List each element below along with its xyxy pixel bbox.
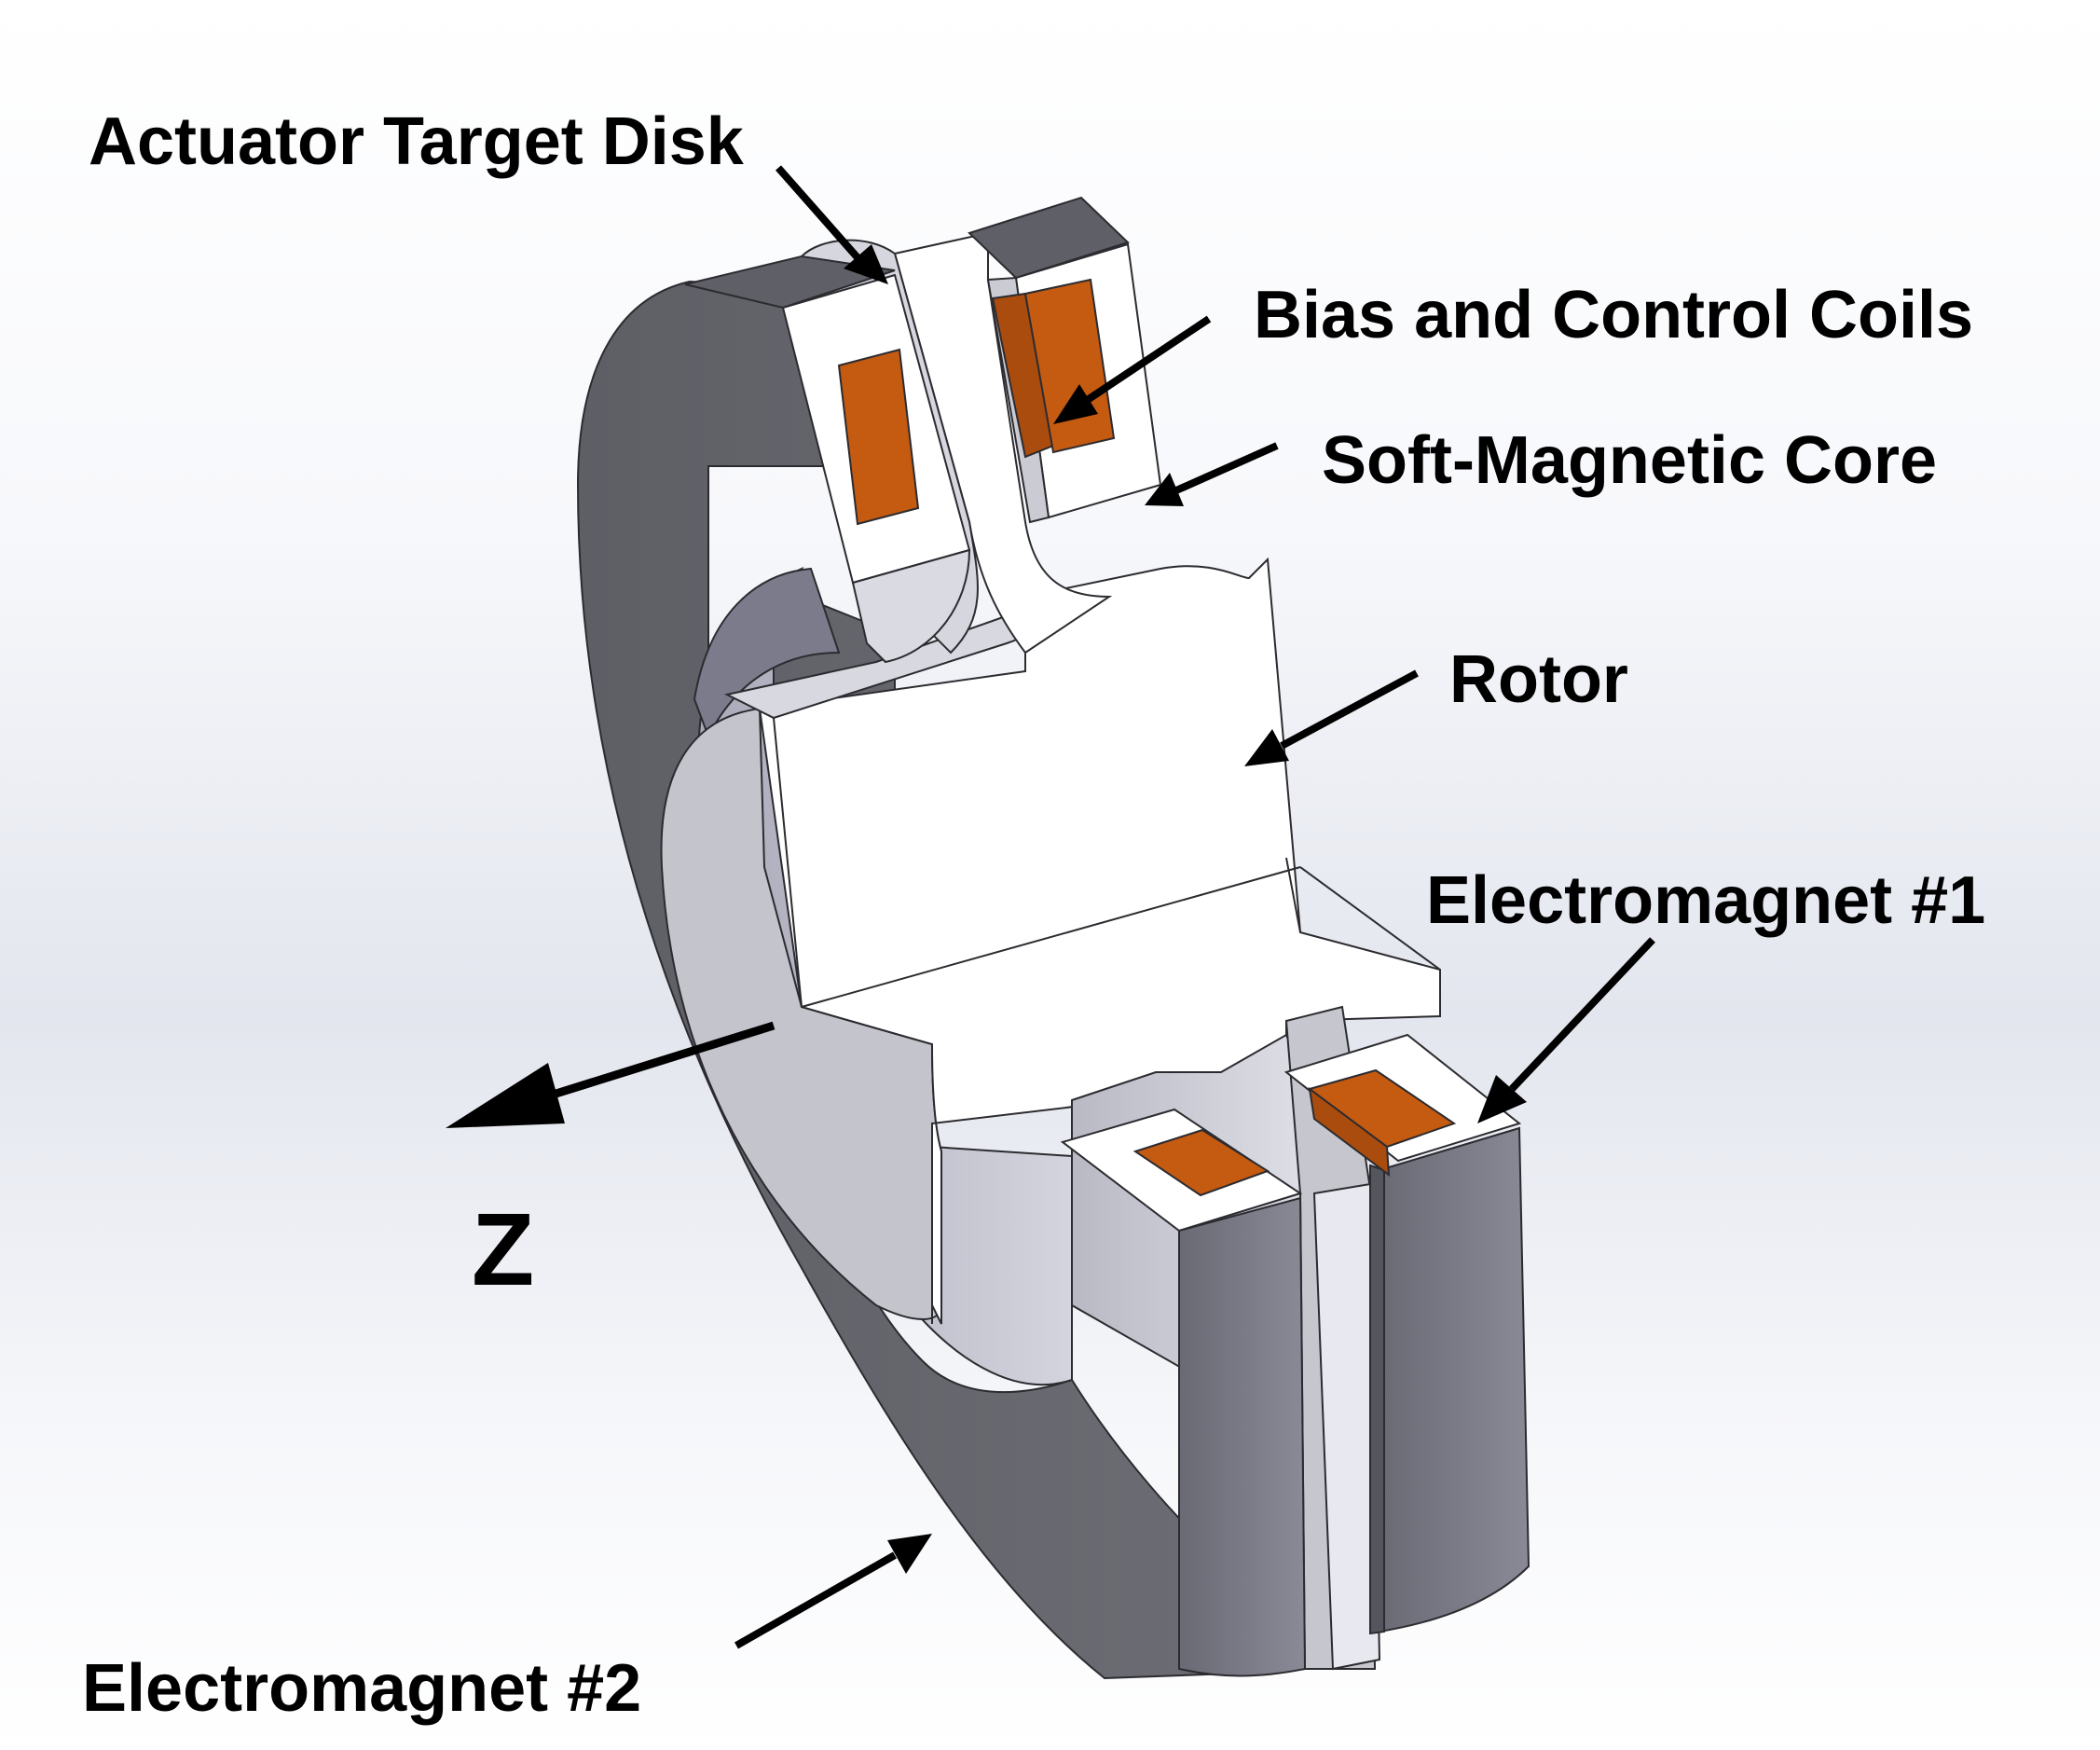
electromagnet-2-bottom-face — [1178, 1196, 1307, 1677]
leader-bias-coils — [1083, 315, 1212, 405]
label-actuator-target-disk: Actuator Target Disk — [89, 104, 745, 179]
electromagnet-1-bottom-face — [1379, 1126, 1530, 1633]
arrowhead-electromagnet-2 — [887, 1534, 932, 1574]
leader-arrows — [734, 165, 1655, 1649]
electromagnet-1-bottom-inner — [1369, 1164, 1385, 1635]
target-disk-bottom-face — [1312, 1182, 1381, 1671]
arrowhead-soft-core — [1145, 473, 1184, 506]
target-disk-top — [893, 231, 1113, 655]
z-axis-arrow — [446, 1021, 775, 1128]
electromagnet-1-top-roof — [968, 196, 1130, 280]
arrowhead-electromagnet-1 — [1477, 1075, 1527, 1123]
electromagnet-2-top-roof — [684, 255, 896, 310]
coil-upper-left — [837, 348, 920, 526]
leader-electromagnet-1 — [1509, 937, 1655, 1092]
label-electromagnet-2: Electromagnet #2 — [82, 1651, 641, 1726]
label-rotor: Rotor — [1449, 642, 1628, 717]
label-z-axis: Z — [472, 1192, 534, 1307]
label-bias-and-control-coils: Bias and Control Coils — [1254, 278, 1973, 352]
leader-actuator-target-disk — [775, 165, 865, 266]
leader-rotor — [1280, 669, 1419, 750]
arrowhead-actuator-target-disk — [844, 244, 888, 284]
z-axis-shaft — [548, 1021, 775, 1100]
bias-and-control-coils — [837, 278, 1457, 1197]
arrowhead-bias-coils — [1053, 384, 1098, 424]
leader-electromagnet-2 — [734, 1551, 897, 1649]
leader-soft-core — [1174, 442, 1279, 494]
label-electromagnet-1: Electromagnet #1 — [1426, 863, 1985, 938]
electromagnet-2-top-curve — [851, 548, 971, 664]
rotor-hub-edges — [773, 717, 1441, 1324]
z-axis-arrowhead — [446, 1063, 565, 1128]
coil-lower-right-side — [1308, 1086, 1391, 1178]
coil-lower-left — [1132, 1128, 1270, 1197]
arrowhead-rotor — [1244, 729, 1289, 766]
label-soft-magnetic-core: Soft-Magnetic Core — [1322, 423, 1937, 498]
